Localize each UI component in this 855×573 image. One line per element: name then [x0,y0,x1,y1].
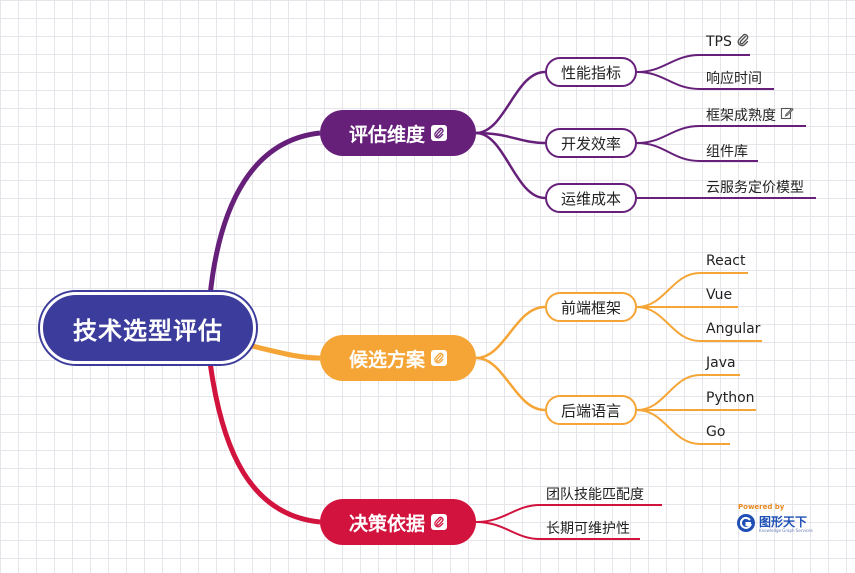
branch-decision[interactable]: 决策依据 [320,499,476,545]
root-topic[interactable]: 技术选型评估 [40,292,256,364]
brand-g-icon [737,514,755,532]
root-topic-label: 技术选型评估 [73,316,223,345]
subtopic-dev-efficiency[interactable]: 开发效率 [545,128,637,158]
leaf-label: 团队技能匹配度 [546,487,644,503]
leaf-label: 云服务定价模型 [706,180,804,196]
subtopic-label: 前端框架 [560,298,621,317]
leaf-vue[interactable]: Vue [706,287,732,303]
subtopic-performance[interactable]: 性能指标 [545,57,637,87]
paperclip-icon[interactable] [431,350,447,366]
paperclip-icon[interactable] [736,33,750,51]
leaf-framework-maturity[interactable]: 框架成熟度 [706,105,794,125]
branch-eval-label: 评估维度 [348,123,425,146]
leaf-label: 响应时间 [706,71,762,87]
subtopic-label: 后端语言 [560,401,621,420]
leaf-team-skill-match[interactable]: 团队技能匹配度 [546,484,644,504]
leaf-response-time[interactable]: 响应时间 [706,68,762,88]
leaf-tps[interactable]: TPS [706,33,750,51]
leaf-label: Python [706,390,755,406]
leaf-label: 组件库 [706,144,748,160]
edit-note-icon[interactable] [780,106,794,124]
leaf-label: React [706,253,746,269]
leaf-go[interactable]: Go [706,424,725,440]
subtopic-label: 性能指标 [560,63,621,82]
leaf-label: 框架成熟度 [706,108,776,124]
subtopic-ops-cost[interactable]: 运维成本 [545,183,637,213]
leaf-java[interactable]: Java [706,355,736,371]
subtopic-frontend[interactable]: 前端框架 [545,292,637,322]
brand-tagline: Knowledge Graph Services [759,528,813,533]
brand-logo: Powered by 图形天下 Knowledge Graph Services [736,503,816,535]
leaf-label: 长期可维护性 [546,521,630,537]
brand-powered-text: Powered by [738,503,785,511]
paperclip-icon[interactable] [431,514,447,530]
leaf-cloud-pricing[interactable]: 云服务定价模型 [706,177,804,197]
paperclip-icon[interactable] [431,125,447,141]
leaf-python[interactable]: Python [706,390,755,406]
leaf-component-library[interactable]: 组件库 [706,141,748,161]
branch-eval[interactable]: 评估维度 [320,110,476,156]
subtopic-backend[interactable]: 后端语言 [545,395,637,425]
leaf-label: Java [706,355,736,371]
branch-candidates-label: 候选方案 [348,348,425,371]
branch-candidates[interactable]: 候选方案 [320,335,476,381]
leaf-angular[interactable]: Angular [706,321,760,337]
leaf-label: Go [706,424,726,440]
leaf-label: TPS [706,34,732,50]
branch-decision-label: 决策依据 [348,512,425,535]
leaf-long-term-maintainability[interactable]: 长期可维护性 [546,518,630,538]
leaf-react[interactable]: React [706,253,745,269]
brand-name: 图形天下 [759,515,808,529]
subtopic-label: 开发效率 [560,134,621,153]
subtopic-label: 运维成本 [560,189,621,208]
leaf-label: Angular [706,321,761,337]
leaf-label: Vue [706,287,733,303]
